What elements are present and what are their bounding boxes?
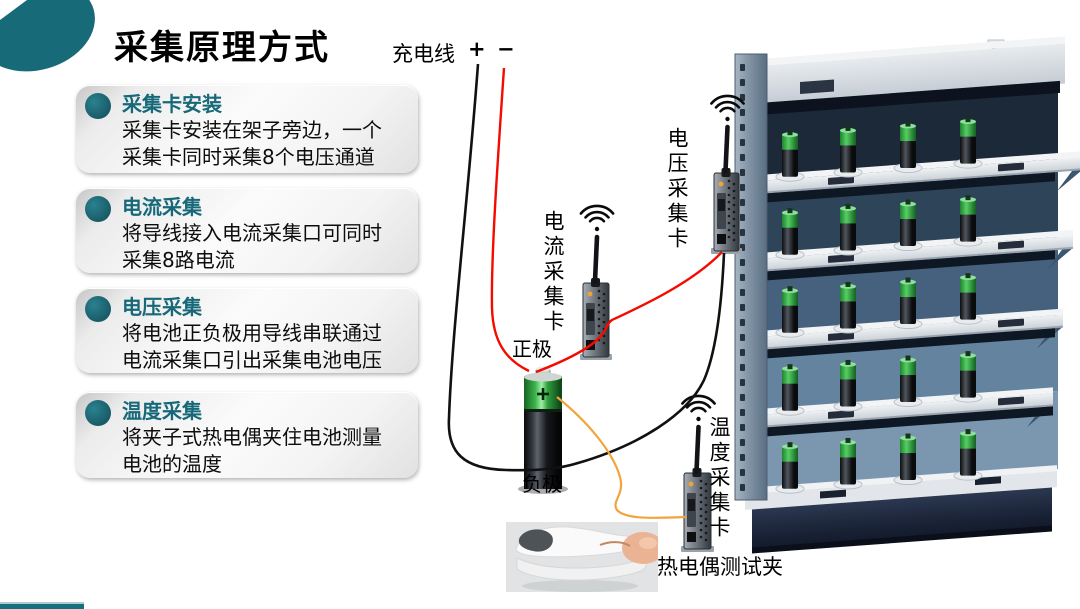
battery-shelf <box>734 36 1080 554</box>
temperature-card-label: 温度采集卡 <box>707 416 731 541</box>
battery-plus-mark <box>537 388 549 400</box>
info-box-voltage: 电压采集 将电池正负极用导线串联通过 电流采集口引出采集电池电压 <box>76 288 418 373</box>
corner-cut <box>0 0 27 20</box>
info-box-line: 采集卡同时采集8个电压通道 <box>122 145 375 169</box>
wifi-icon <box>681 394 716 422</box>
battery-under-test <box>518 366 568 494</box>
bullet-icon <box>85 400 111 426</box>
voltage-card-label: 电压采集卡 <box>665 127 689 252</box>
charging-negative-wire <box>490 67 530 373</box>
bullet-icon <box>85 296 111 322</box>
info-box-line: 采集卡安装在架子旁边，一个 <box>122 118 382 142</box>
temperature-card-device <box>681 394 716 552</box>
shelf-battery-grid <box>775 117 983 494</box>
thermocouple-wire <box>556 396 687 519</box>
info-box-card-install: 采集卡安装 采集卡安装在架子旁边，一个 采集卡同时采集8个电压通道 <box>76 85 418 173</box>
current-card-label: 电流采集卡 <box>541 210 565 335</box>
info-box-line: 电池的温度 <box>122 452 222 476</box>
info-box-line: 将电池正负极用导线串联通过 <box>122 321 382 345</box>
wifi-icon <box>579 204 615 232</box>
voltage-sense-wire <box>535 251 723 374</box>
corner-blob <box>0 0 95 72</box>
shelf-header <box>745 36 1065 116</box>
info-box-heading: 电流采集 <box>122 195 202 219</box>
plus-sign: + <box>468 37 486 61</box>
info-box-line: 将导线接入电流采集口可同时 <box>122 221 382 245</box>
bullet-icon <box>85 93 111 119</box>
negative-terminal-label: 负极 <box>522 472 562 496</box>
info-box-line: 将夹子式热电偶夹住电池测量 <box>122 425 382 449</box>
footer-accent-bar <box>0 602 84 609</box>
minus-sign: − <box>497 37 515 61</box>
info-box-temperature: 温度采集 将夹子式热电偶夹住电池测量 电池的温度 <box>76 392 418 478</box>
bullet-icon <box>85 196 111 222</box>
shelf-left-rail <box>734 53 768 501</box>
voltage-card-device <box>710 94 745 254</box>
thermocouple-clip-photo <box>506 522 658 592</box>
thermocouple-clip-label: 热电偶测试夹 <box>657 555 783 579</box>
info-box-line: 采集8路电流 <box>122 248 235 272</box>
positive-terminal-label: 正极 <box>512 337 552 361</box>
info-box-current: 电流采集 将导线接入电流采集口可同时 采集8路电流 <box>76 188 418 273</box>
charging-line-label: 充电线 <box>392 42 455 66</box>
charging-positive-and-negative-pole-wire <box>447 63 726 472</box>
info-box-heading: 电压采集 <box>122 295 202 319</box>
info-box-heading: 温度采集 <box>122 399 202 423</box>
info-box-heading: 采集卡安装 <box>122 92 222 116</box>
corner-decoration <box>0 0 95 72</box>
page-title: 采集原理方式 <box>114 28 330 68</box>
wifi-icon <box>710 94 745 122</box>
info-box-line: 电流采集口引出采集电池电压 <box>122 348 382 372</box>
current-card-device <box>579 204 615 360</box>
